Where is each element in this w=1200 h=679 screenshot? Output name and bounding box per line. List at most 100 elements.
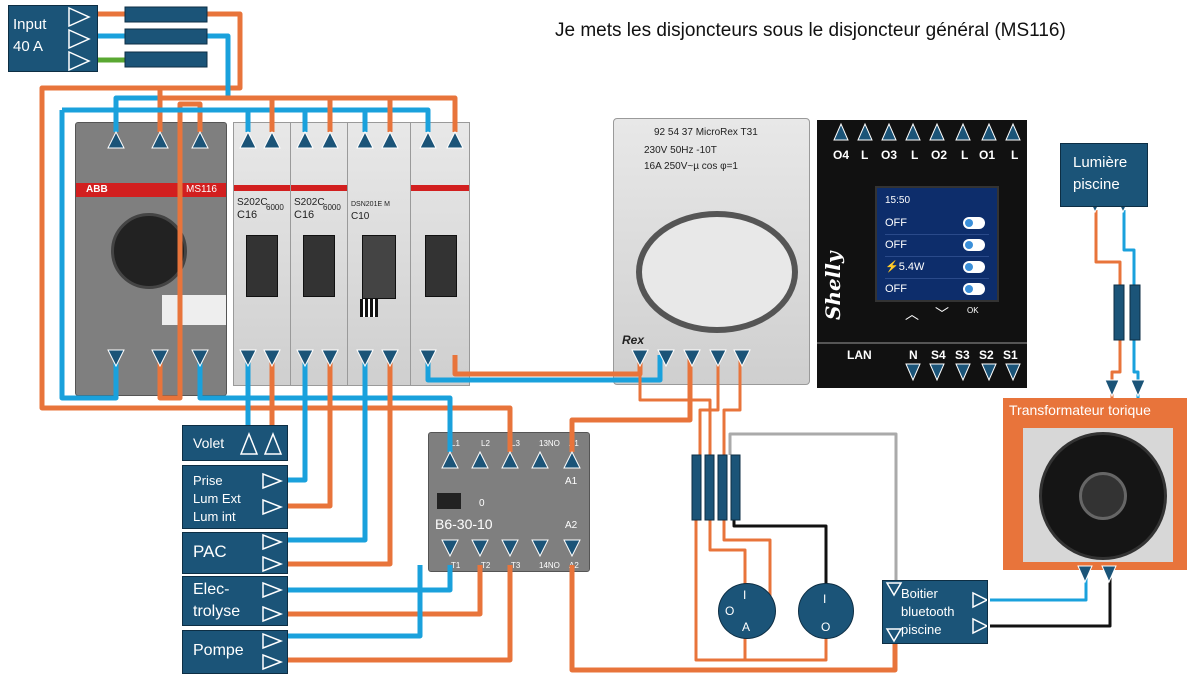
breaker-2-band bbox=[291, 185, 347, 191]
wire-light-1 bbox=[1094, 210, 1122, 285]
ms116-brand: ABB bbox=[86, 184, 108, 195]
term-rex-2 bbox=[657, 349, 675, 368]
wire-electrolyse-l bbox=[262, 565, 483, 617]
term-b3-t1 bbox=[356, 130, 374, 149]
shelly-term-l2: L bbox=[911, 148, 919, 162]
breaker-1-rating: C16 bbox=[237, 209, 258, 221]
wire-sel-3 bbox=[722, 520, 772, 610]
rex-timer: 92 54 37 MicroRex T31 230V 50Hz -10T 16A… bbox=[613, 118, 810, 385]
rex-dial[interactable] bbox=[636, 211, 798, 333]
term-b3-b2 bbox=[381, 349, 399, 368]
shelly-term-o1: O1 bbox=[979, 148, 996, 162]
term-shelly-6 bbox=[955, 122, 971, 141]
term-transformer-2 bbox=[1130, 379, 1146, 398]
term-shelly-7 bbox=[981, 122, 997, 141]
contactor-top-l1: L1 bbox=[451, 439, 460, 448]
wire-bus-blue bbox=[62, 107, 431, 132]
term-ms116-b2 bbox=[151, 349, 169, 368]
term-ms116-b1 bbox=[107, 349, 125, 368]
breaker-1-toggle[interactable] bbox=[246, 235, 278, 297]
contactor-top-l3: L3 bbox=[511, 439, 520, 448]
term-contactor-l3 bbox=[501, 450, 519, 469]
term-shelly-s4 bbox=[929, 363, 945, 382]
selector-switch-ioa[interactable]: I O A bbox=[718, 583, 776, 639]
term-contactor-t2 bbox=[471, 539, 489, 558]
contactor-model: B6-30-10 bbox=[435, 516, 493, 532]
switch1-label-i: I bbox=[743, 588, 747, 602]
shelly-term-o3: O3 bbox=[881, 148, 898, 162]
term-shelly-2 bbox=[857, 122, 873, 141]
prise-terminal-icons bbox=[262, 472, 284, 516]
contactor-bottom-14no: 14NO bbox=[539, 561, 560, 570]
shelly-up-icon[interactable]: ︿ bbox=[905, 306, 919, 322]
breaker-2-model: S202C bbox=[294, 197, 325, 208]
term-b1-b1 bbox=[239, 349, 257, 368]
light-line2: piscine bbox=[1073, 176, 1120, 193]
term-transformer-out-2 bbox=[1101, 565, 1117, 584]
term-rex-3 bbox=[683, 349, 701, 368]
term-b3-b1 bbox=[356, 349, 374, 368]
term-contactor-t1 bbox=[441, 539, 459, 558]
shelly-ok-icon[interactable]: OK bbox=[967, 306, 979, 315]
term-b4-t1 bbox=[419, 130, 437, 149]
wire-grey bbox=[728, 432, 898, 580]
selector-switch-io[interactable]: I O bbox=[798, 583, 854, 639]
shelly-divider bbox=[817, 342, 1027, 344]
diagram-title: Je mets les disjoncteurs sous le disjonc… bbox=[555, 20, 1066, 41]
switch2-label-i: I bbox=[823, 592, 827, 606]
shelly-row-2-toggle[interactable] bbox=[963, 239, 985, 251]
breaker-1-model: S202C bbox=[237, 197, 268, 208]
breaker-4-toggle[interactable] bbox=[425, 235, 457, 297]
rex-spec1: 230V 50Hz -10T bbox=[644, 145, 717, 156]
load-electrolyse-line2: trolyse bbox=[193, 603, 241, 620]
term-b2-b2 bbox=[321, 349, 339, 368]
light-line1: Lumière bbox=[1073, 154, 1128, 171]
input-bar-1 bbox=[124, 6, 208, 23]
breaker-2-toggle[interactable] bbox=[303, 235, 335, 297]
term-contactor-l2 bbox=[471, 450, 489, 469]
contactor-bottom-t1: T1 bbox=[451, 561, 461, 570]
shelly-down-icon[interactable]: ﹀ bbox=[935, 306, 949, 322]
shelly-row-4-text: OFF bbox=[885, 283, 907, 295]
ms116-model: MS116 bbox=[186, 184, 217, 195]
shelly-row-1-toggle[interactable] bbox=[963, 217, 985, 229]
load-pompe-label: Pompe bbox=[193, 642, 244, 659]
contactor-bottom-t2: T2 bbox=[481, 561, 491, 570]
wire-rex-out-2 bbox=[722, 355, 742, 455]
shelly-screen: 15:50 OFF OFF ⚡5.4W OFF bbox=[875, 186, 999, 302]
term-ms116-t1 bbox=[107, 130, 125, 149]
shelly-bolt-icon: ⚡ bbox=[885, 261, 899, 273]
breaker-4 bbox=[410, 122, 470, 386]
wire-pompe-l bbox=[262, 565, 513, 663]
term-contactor-t3 bbox=[501, 539, 519, 558]
ms116-rotary-knob[interactable] bbox=[111, 213, 187, 289]
contactor-zero: 0 bbox=[479, 498, 485, 509]
breaker-3-toggle[interactable] bbox=[362, 235, 396, 299]
breaker-2-code: 6000 bbox=[323, 203, 341, 212]
wire-black-1 bbox=[732, 520, 828, 585]
breaker-3-rating: C10 bbox=[351, 211, 370, 222]
wire-pac-l bbox=[262, 355, 393, 567]
term-b2-b1 bbox=[296, 349, 314, 368]
transformer-box: Transformateur torique bbox=[1003, 398, 1187, 570]
shelly-time: 15:50 bbox=[885, 195, 911, 206]
shelly-term-s3: S3 bbox=[955, 348, 970, 362]
load-prise-line1: Prise bbox=[193, 473, 223, 488]
wire-sel-1 bbox=[694, 520, 747, 662]
term-b1-t1 bbox=[239, 130, 257, 149]
shelly-term-s2: S2 bbox=[979, 348, 994, 362]
term-b4-b1 bbox=[419, 349, 437, 368]
breaker-1: S202C C16 6000 bbox=[233, 122, 291, 386]
term-ms116-b3 bbox=[191, 349, 209, 368]
switch2-label-o: O bbox=[821, 620, 831, 634]
shelly-row-3-toggle[interactable] bbox=[963, 261, 985, 273]
term-b2-t2 bbox=[321, 130, 339, 149]
term-shelly-5 bbox=[929, 122, 945, 141]
bluetooth-line1: Boitier bbox=[901, 586, 938, 601]
breaker-4-band bbox=[411, 185, 469, 191]
wire-electrolyse-n bbox=[262, 565, 453, 593]
wire-a2 bbox=[569, 565, 898, 673]
load-prise: Prise Lum Ext Lum int bbox=[182, 465, 288, 529]
shelly-row-4-toggle[interactable] bbox=[963, 283, 985, 295]
shelly-term-l4: L bbox=[1011, 148, 1019, 162]
